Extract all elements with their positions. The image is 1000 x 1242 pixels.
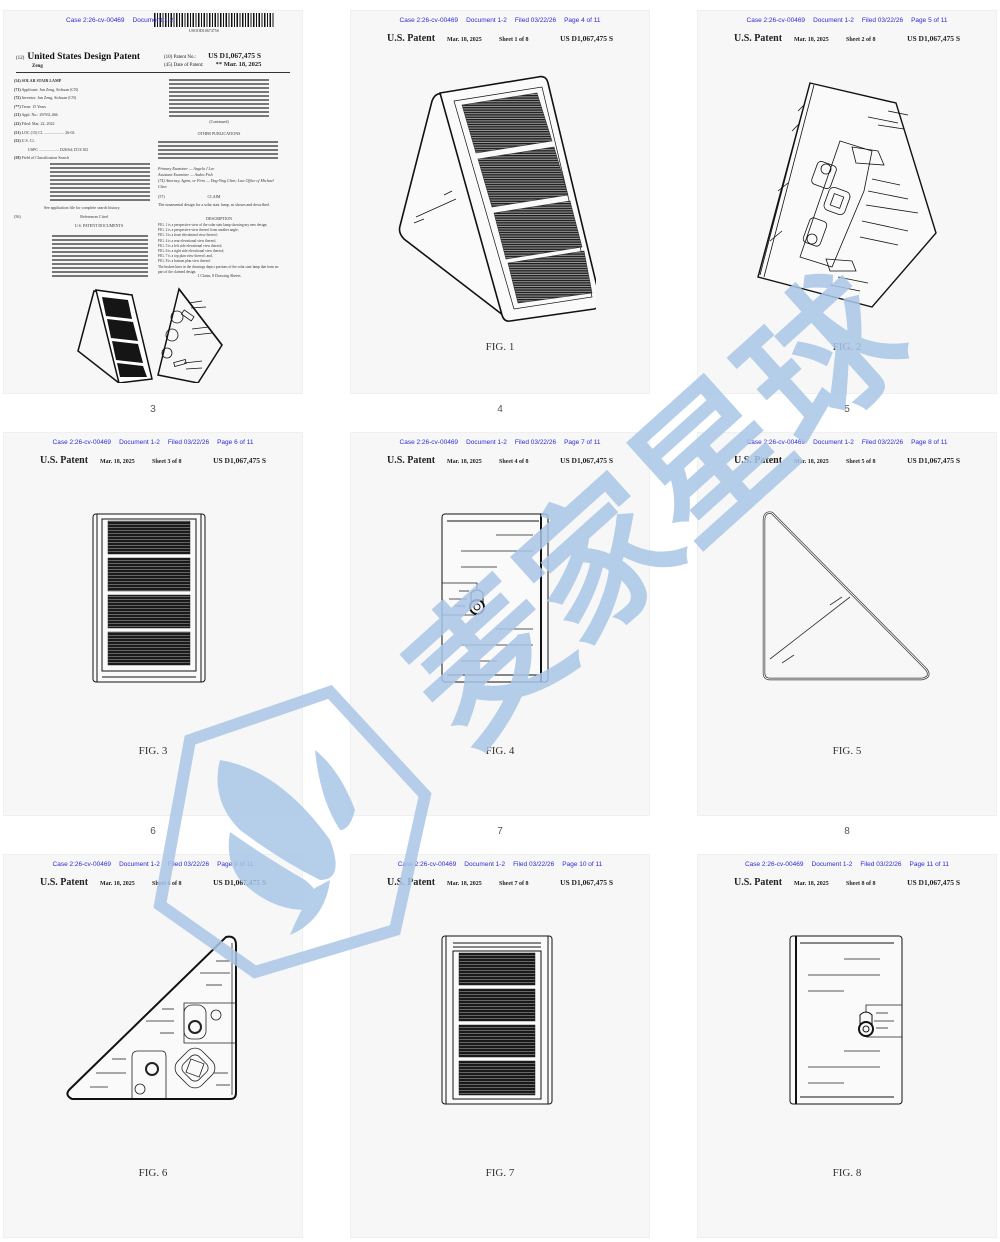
- continued-label: (Continued): [209, 119, 229, 124]
- figure-label: FIG. 2: [832, 341, 862, 353]
- barcode: [154, 13, 274, 27]
- fig-1-perspective-drawing: [398, 75, 596, 322]
- see-history: See application file for complete search…: [44, 205, 121, 210]
- figure-label: FIG. 6: [138, 1167, 168, 1179]
- thumbnail-index: 6: [150, 826, 156, 837]
- patent-number-block: (10) Patent No.:US D1,067,475 S (45) Dat…: [164, 51, 262, 68]
- thumbnail-index: 3: [150, 404, 156, 415]
- thumbnail-index: 8: [844, 826, 850, 837]
- figure-label: FIG. 1: [485, 341, 515, 353]
- fig-5-left-side-drawing: [762, 511, 930, 681]
- figure-label: FIG. 8: [832, 1167, 862, 1179]
- thumbnail-index: 7: [497, 826, 503, 837]
- classification-lines: [50, 161, 150, 203]
- patent-type-title: (12)United States Design Patent: [16, 52, 141, 62]
- assistant-examiner: Assistant Examiner — Audra Fish: [158, 172, 213, 177]
- bibliographic-fields: (54) SOLAR STAIR LAMP (71) Applicant: Ju…: [14, 78, 89, 161]
- fig-3-front-view-drawing: [92, 513, 206, 683]
- primary-examiner: Primary Examiner — Angela J Lee: [158, 166, 215, 171]
- thumbnail-index: 5: [844, 404, 850, 415]
- description-heading: DESCRIPTION: [205, 216, 232, 221]
- fig-2-perspective-drawing: [757, 82, 937, 308]
- claim-heading: CLAIM: [207, 194, 221, 199]
- attorney: (74) Attorney, Agent, or Firm — Ying-Yin…: [158, 178, 274, 189]
- divider: [16, 72, 290, 73]
- claims-summary: 1 Claim, 8 Drawing Sheets: [197, 273, 241, 278]
- us-patent-docs-heading: U.S. PATENT DOCUMENTS: [74, 223, 124, 228]
- thumbnail-index: 4: [497, 404, 503, 415]
- fig-8-bottom-view-drawing: [789, 935, 903, 1105]
- figure-label: FIG. 3: [138, 745, 168, 757]
- fig-4-rear-view-drawing: [441, 513, 549, 683]
- fig-7-top-view-drawing: [441, 935, 553, 1105]
- other-publications-heading: OTHER PUBLICATIONS: [197, 131, 241, 136]
- figure-label: FIG. 4: [485, 745, 515, 757]
- inventor-short: Zeng: [32, 64, 43, 69]
- reference-list-continued: [169, 77, 269, 119]
- barcode-number: USOOD1067475S: [189, 28, 220, 33]
- figure-label: FIG. 5: [832, 745, 862, 757]
- claim-text: The ornamental design for a solar stair …: [158, 202, 270, 207]
- fig-6-right-side-drawing: [66, 935, 237, 1100]
- reference-list: [52, 233, 148, 279]
- figure-label: FIG. 7: [485, 1167, 515, 1179]
- references-heading: References Cited: [80, 214, 108, 219]
- description-text: FIG. 1 is a perspective view of the sola…: [158, 223, 279, 274]
- front-page-lamp-drawing: [77, 287, 223, 383]
- other-publications-text: [158, 139, 278, 161]
